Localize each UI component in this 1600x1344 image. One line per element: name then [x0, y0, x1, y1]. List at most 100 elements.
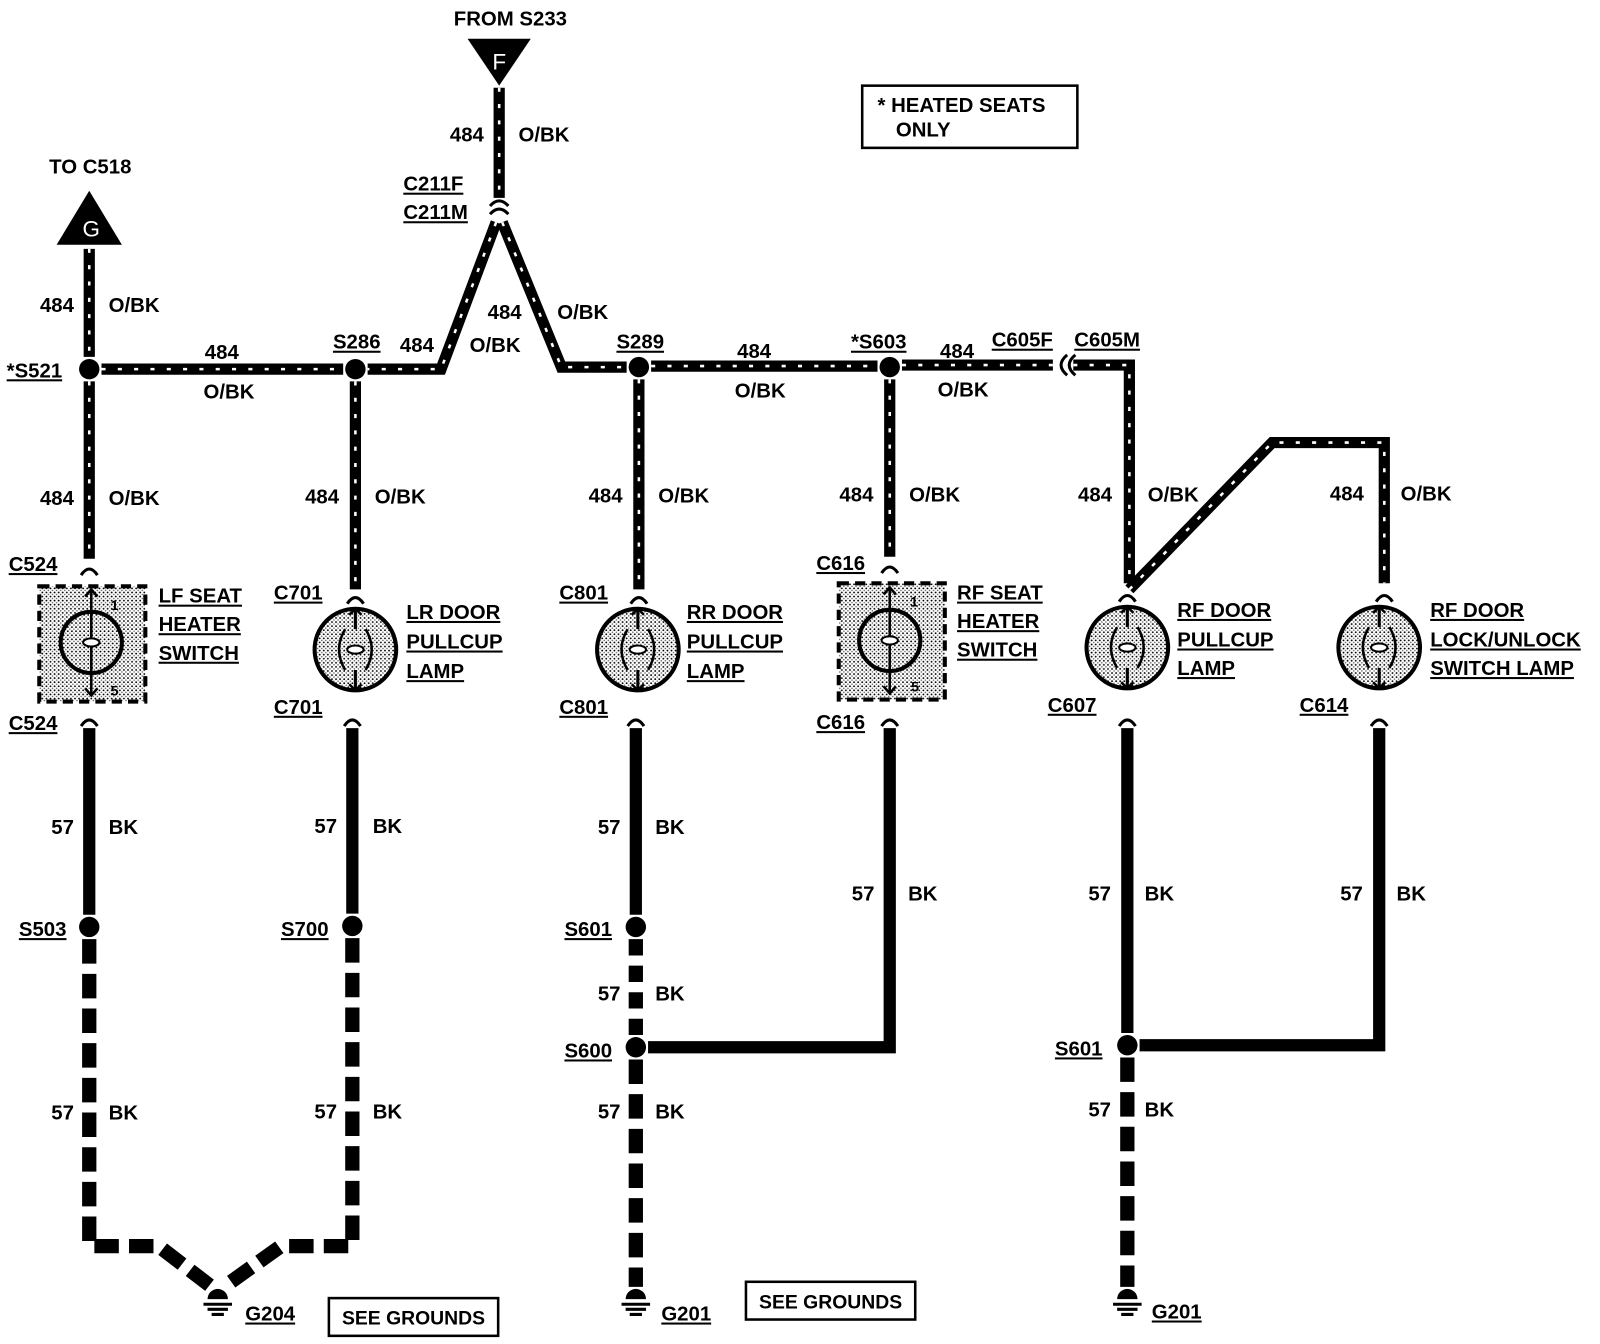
- splice-s521-label: *S521: [7, 360, 63, 382]
- component-rr-door-pullcup-lamp: C801 RR DOOR PULLCUP LAMP C801: [559, 583, 784, 727]
- connector-c801-bottom-label: C801: [559, 697, 608, 719]
- wire-s603-c616-color: O/BK: [909, 485, 960, 507]
- connector-f-letter: F: [492, 49, 506, 74]
- splice-s521-dot: [79, 358, 100, 380]
- wire-c616-s600-color: BK: [908, 883, 938, 905]
- note-frame: [860, 84, 1079, 150]
- power-bus: 484 O/BK 484 O/BK 484 O/BK 484 O/BK 484 …: [7, 220, 1140, 404]
- wire-s503-g204-circuit: 57: [51, 1103, 74, 1125]
- component-lf-seat-heater-switch: C524 1 5 LF SEAT HEATER SWITCH C524: [9, 554, 243, 735]
- connector-c616-top-symbol: [880, 565, 900, 574]
- wire-c605-c607-color: O/BK: [1148, 485, 1199, 507]
- connector-c616-bottom-symbol: [880, 718, 900, 727]
- connector-c605-symbol: [1059, 353, 1077, 377]
- ground-g204-icon: [201, 1287, 234, 1316]
- wire-s503-g204: [82, 939, 216, 1293]
- wire-c211-s289-color: O/BK: [557, 302, 608, 324]
- wire-s289-s603-color: O/BK: [735, 381, 786, 403]
- connector-c607-bottom-symbol: [1117, 718, 1137, 727]
- rf-seat-switch-label-2: HEATER: [957, 611, 1040, 633]
- ground-circuits: 57 BK S503 57 BK 57 BK S700 57 BK G204 S…: [19, 728, 1426, 1338]
- connector-c616-bottom-label: C616: [816, 712, 865, 734]
- wire-c701-s700-color: BK: [373, 816, 403, 838]
- lr-door-lamp-label-2: PULLCUP: [406, 632, 502, 654]
- splice-s603-label: *S603: [851, 332, 907, 354]
- connector-c211-symbol: [488, 199, 510, 216]
- rf-lock-switch-lamp-label-2: LOCK/UNLOCK: [1430, 630, 1581, 652]
- wire-c211-s289: [497, 220, 627, 373]
- wire-c605-c607-stripe: [1073, 363, 1131, 584]
- wire-s600-g201-color: BK: [655, 1102, 685, 1124]
- connector-c701-top-symbol: [345, 596, 365, 605]
- splice-s289-label: S289: [616, 332, 664, 354]
- ground-g204-note-frame: [327, 1296, 500, 1338]
- wire-s286-c701-circuit: 484: [305, 487, 340, 509]
- splice-s503-label: S503: [19, 919, 67, 941]
- lr-door-lamp-label-3: LAMP: [406, 661, 464, 683]
- component-rf-door-pullcup-lamp: RF DOOR PULLCUP LAMP C607: [1048, 594, 1274, 727]
- to-label: TO C518: [49, 156, 131, 178]
- connector-c614-bottom-symbol: [1369, 718, 1389, 727]
- lr-door-lamp-label-1: LR DOOR: [406, 602, 500, 624]
- connector-c524-bottom-label: C524: [9, 713, 58, 735]
- splice-s600-label: S600: [564, 1040, 612, 1062]
- note-box: * HEATED SEATS ONLY: [860, 84, 1079, 150]
- splice-s600-dot: [625, 1037, 647, 1058]
- connector-c701-top-label: C701: [274, 583, 323, 605]
- wire-c211-s286-color: O/BK: [470, 335, 521, 357]
- splice-s700-dot: [342, 915, 363, 937]
- wire-c605-c607: [1073, 359, 1135, 584]
- wire-top-feed-color: O/BK: [519, 125, 570, 147]
- wire-s603-c605-circuit: 484: [940, 341, 975, 363]
- rf-seat-switch-label-3: SWITCH: [957, 640, 1037, 662]
- rr-door-lamp-icon: [597, 609, 679, 691]
- splice-s603-dot: [879, 356, 900, 378]
- connector-c524-top-symbol: [79, 567, 99, 577]
- wire-c614-s601-circuit: 57: [1340, 883, 1363, 905]
- wire-c211-s286-stripe: [367, 221, 498, 371]
- note-line-2: ONLY: [896, 120, 951, 142]
- rr-door-lamp-label-1: RR DOOR: [687, 602, 784, 624]
- rf-door-lamp-label-3: LAMP: [1177, 658, 1235, 680]
- connector-c801-top-label: C801: [559, 583, 608, 605]
- wire-top-feed-circuit: 484: [450, 125, 485, 147]
- splice-s601-center-dot: [625, 916, 647, 938]
- connector-c614-label: C614: [1300, 695, 1349, 717]
- connector-c211m-label: C211M: [403, 202, 468, 224]
- ground-g201-note: SEE GROUNDS: [759, 1291, 902, 1313]
- rf-door-lamp-icon: [1087, 607, 1169, 689]
- wire-s521-s286-circuit: 484: [205, 342, 240, 364]
- ground-g204-label: G204: [245, 1304, 296, 1326]
- wire-s700-g204-color: BK: [373, 1102, 403, 1124]
- wire-c605-c614-color: O/BK: [1401, 484, 1452, 506]
- wire-s521-s286-color: O/BK: [203, 382, 254, 404]
- connector-c616-top-label: C616: [816, 553, 865, 575]
- wire-c607-s601-color: BK: [1145, 883, 1175, 905]
- from-label: FROM S233: [454, 8, 567, 30]
- component-rf-door-lock-unlock-switch-lamp: RF DOOR LOCK/UNLOCK SWITCH LAMP C614: [1300, 594, 1581, 727]
- lf-seat-switch-pin-top: 1: [111, 598, 119, 614]
- lr-door-lamp-icon: [315, 609, 397, 691]
- power-drops: 484 O/BK 484 O/BK 484 O/BK 484 O/BK 484 …: [40, 359, 1452, 594]
- wire-s601-g201-circuit: 57: [1088, 1100, 1111, 1122]
- wire-c605-c614: [1125, 436, 1390, 594]
- splice-s286-dot: [345, 358, 366, 380]
- rf-lock-switch-lamp-label-1: RF DOOR: [1430, 600, 1524, 622]
- rf-door-lamp-label-1: RF DOOR: [1177, 600, 1271, 622]
- wire-left-feed-circuit: 484: [40, 295, 75, 317]
- splice-s503-dot: [79, 916, 100, 938]
- wire-s600-g201-circuit: 57: [598, 1102, 621, 1124]
- wire-left-feed-color: O/BK: [109, 295, 160, 317]
- ground-g201-center-label: G201: [661, 1304, 711, 1326]
- wire-s521-c524-circuit: 484: [40, 488, 75, 510]
- left-feed: TO C518 G 484 O/BK: [40, 156, 160, 357]
- lf-seat-switch-pin-bottom: 5: [111, 683, 119, 699]
- ground-g201-right-label: G201: [1152, 1302, 1202, 1324]
- connector-c605f-label: C605F: [992, 330, 1053, 352]
- connector-g-triangle: [56, 190, 122, 245]
- lf-seat-switch-label-3: SWITCH: [159, 643, 239, 665]
- lf-seat-switch-label-2: HEATER: [159, 614, 242, 636]
- connector-f-triangle: [467, 38, 531, 86]
- wire-s289-c801-circuit: 484: [589, 486, 624, 508]
